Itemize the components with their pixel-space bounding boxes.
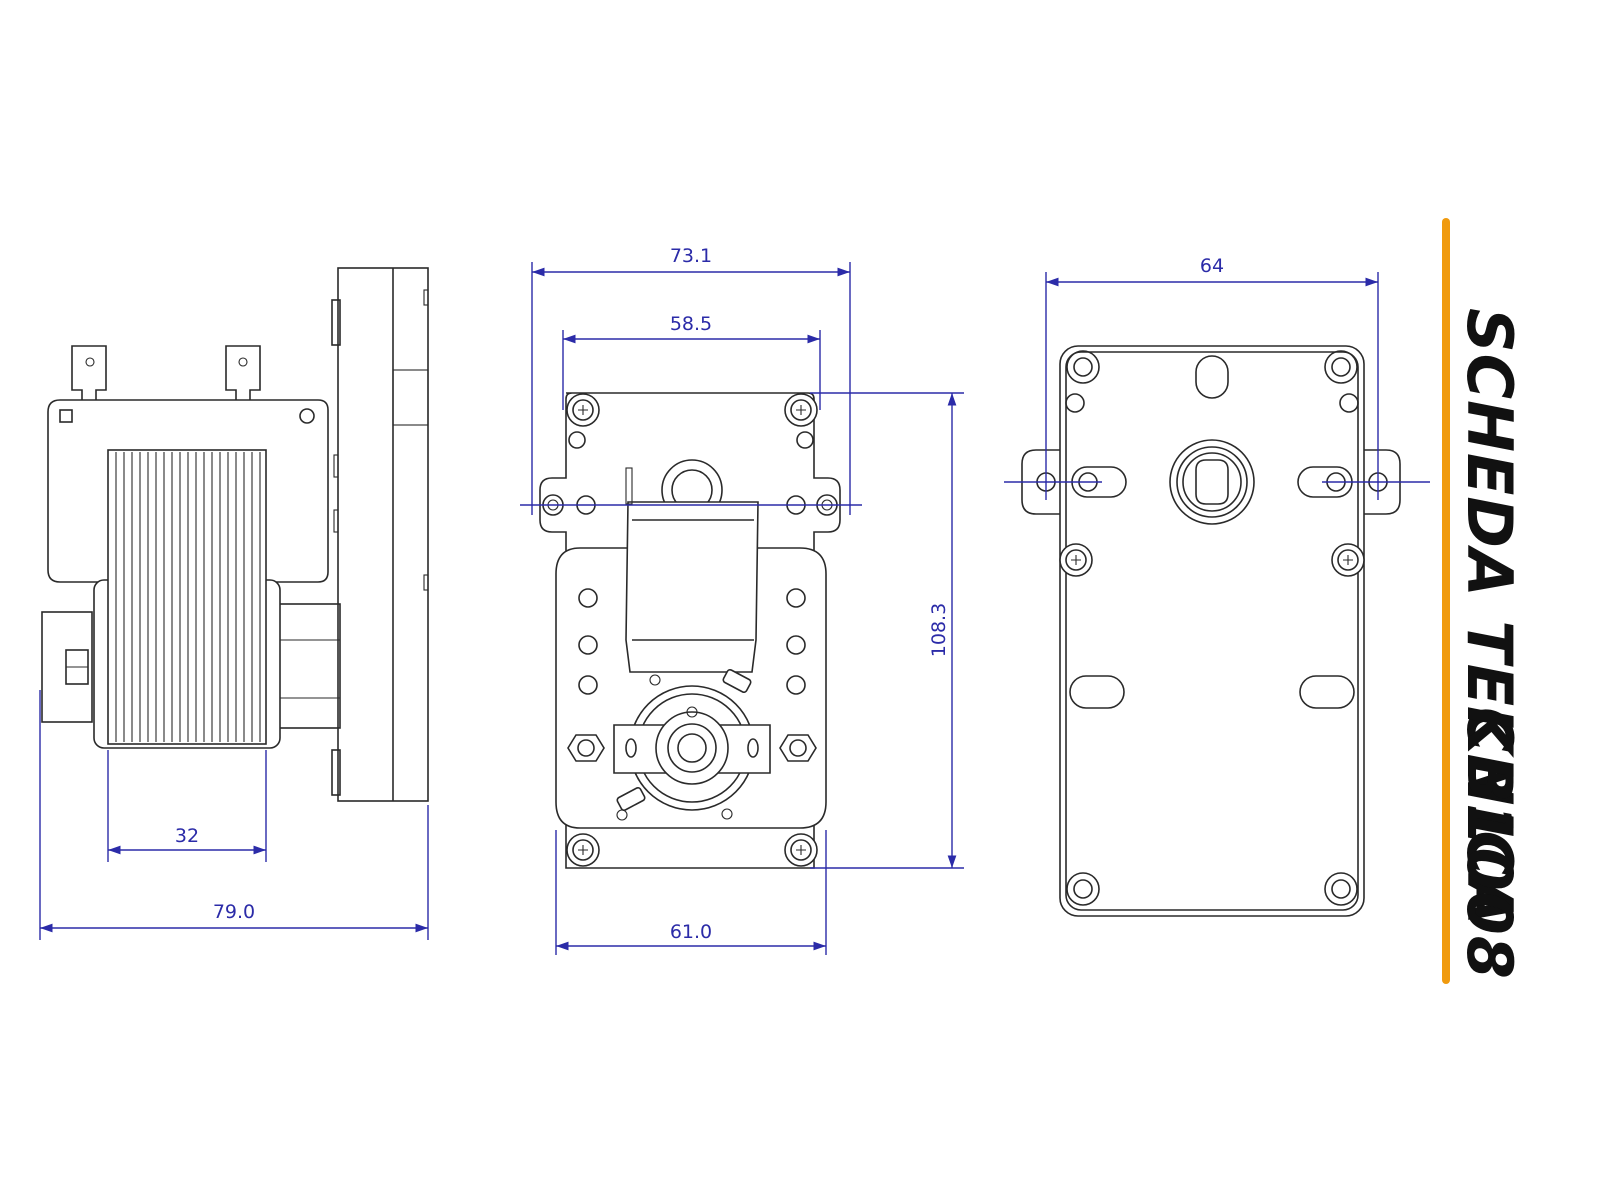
dim-label-61: 61.0 bbox=[670, 921, 712, 943]
dim-label-64: 64 bbox=[1200, 255, 1224, 277]
dim-label-79: 79.0 bbox=[213, 901, 255, 923]
dim-label-32: 32 bbox=[175, 825, 199, 847]
side-view bbox=[41, 267, 429, 802]
side-dimension-32: 32 bbox=[107, 750, 267, 862]
dim-label-58-5: 58.5 bbox=[670, 313, 712, 335]
front-dimension-108-3: 108.3 bbox=[810, 392, 964, 869]
screw-icon bbox=[566, 833, 600, 867]
title-scheda-tecnica: SCHEDA TECNICA bbox=[1453, 308, 1526, 926]
front-dimension-73-1: 73.1 bbox=[531, 245, 851, 515]
back-dimension-64: 64 bbox=[1045, 255, 1379, 500]
front-dimension-58-5: 58.5 bbox=[562, 313, 821, 410]
title-model-code: KB1008 bbox=[1453, 706, 1526, 980]
dim-label-108-3: 108.3 bbox=[928, 603, 950, 657]
screw-icon bbox=[1331, 543, 1365, 577]
back-view bbox=[1021, 345, 1401, 917]
side-dimension-79: 79.0 bbox=[39, 690, 429, 940]
screw-icon bbox=[566, 393, 600, 427]
screw-icon bbox=[784, 833, 818, 867]
screw-icon bbox=[784, 393, 818, 427]
front-dimension-61: 61.0 bbox=[555, 830, 827, 955]
screw-icon bbox=[1059, 543, 1093, 577]
dim-label-73-1: 73.1 bbox=[670, 245, 712, 267]
front-view bbox=[539, 392, 841, 869]
